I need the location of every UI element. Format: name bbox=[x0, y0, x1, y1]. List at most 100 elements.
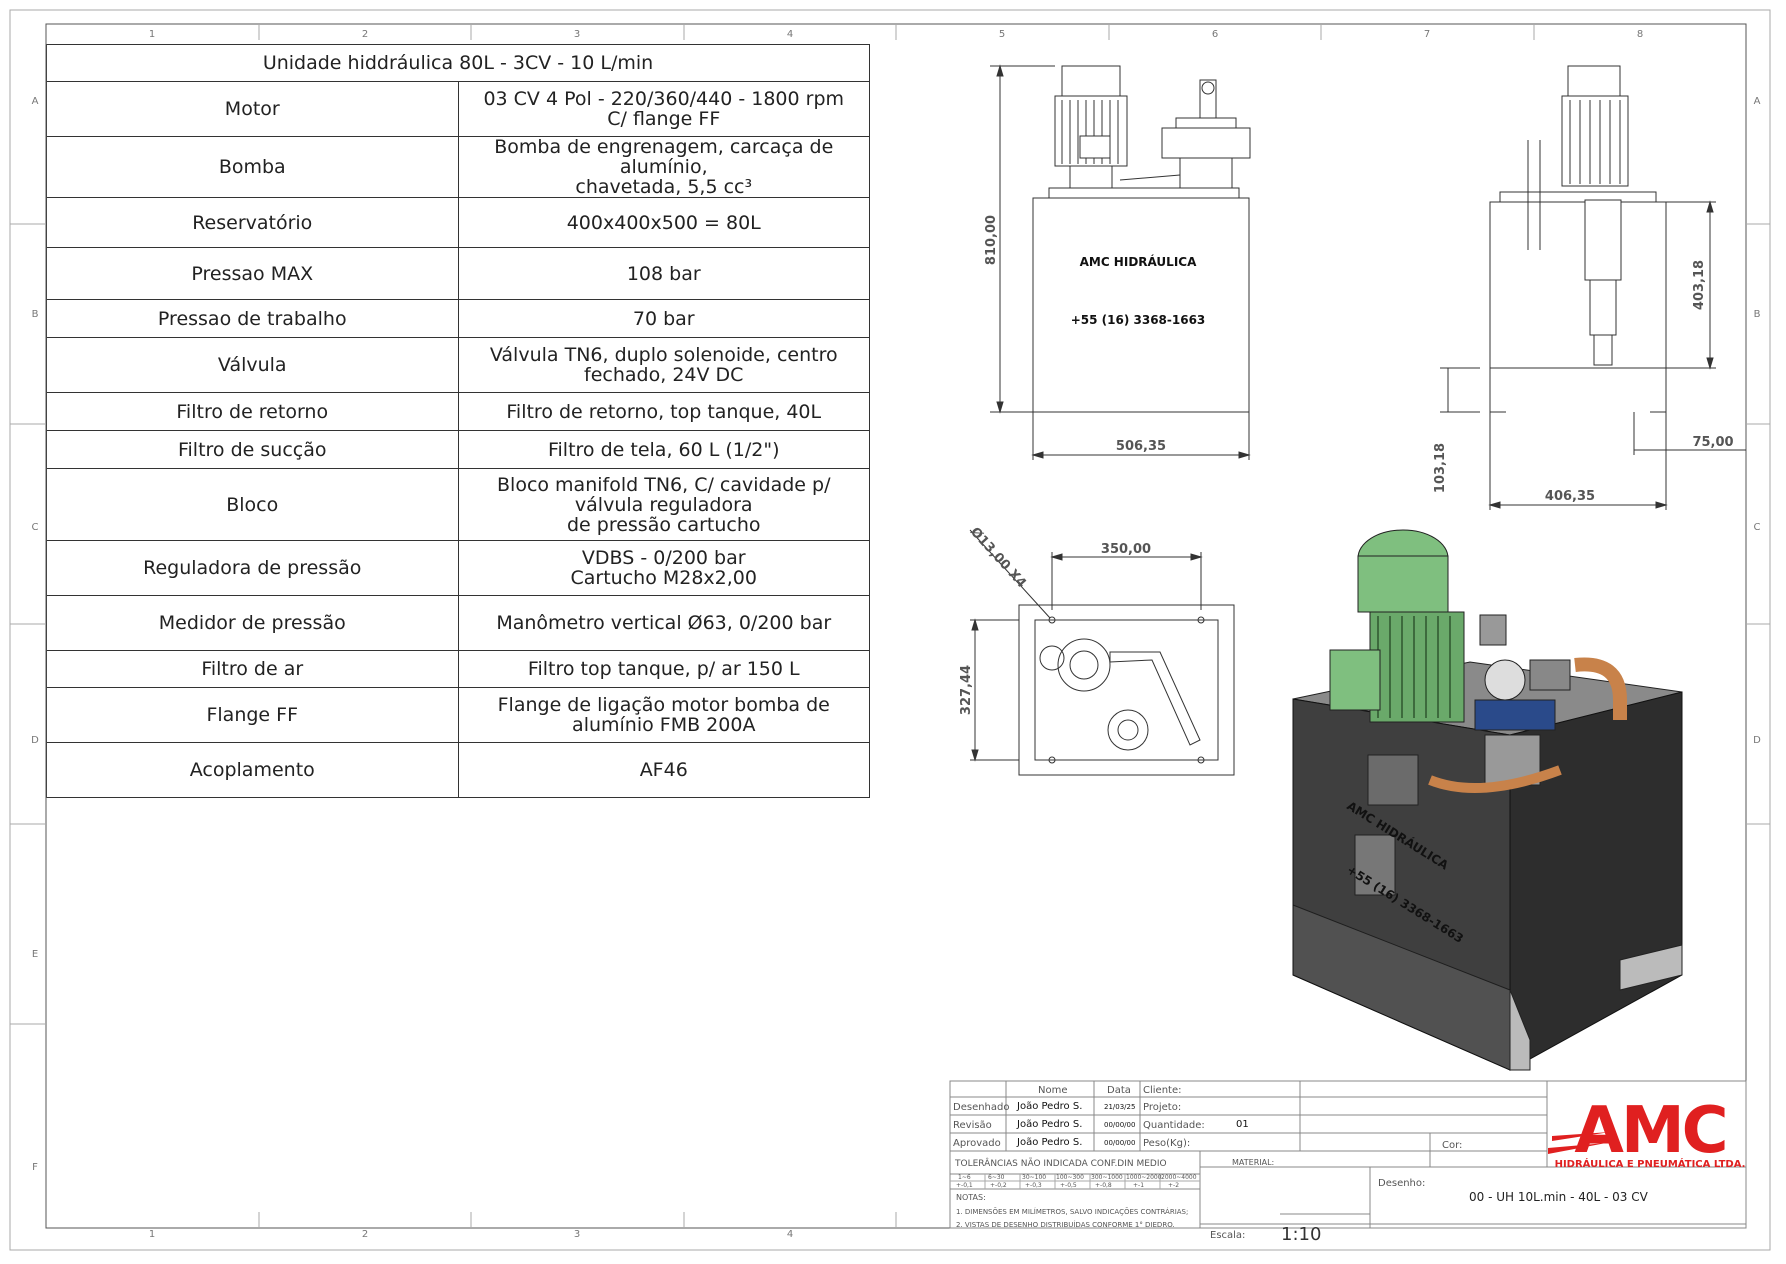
desenhado-label: Desenhado bbox=[953, 1102, 1010, 1113]
spec-value: 400x400x500 = 80L bbox=[457, 197, 870, 248]
spec-value: AF46 bbox=[457, 742, 870, 798]
side-view-labels: 403,18 406,35 103,18 75,00 bbox=[1433, 260, 1734, 504]
tol-range: 1~6 bbox=[958, 1174, 971, 1181]
dim-depth: 327,44 bbox=[959, 665, 974, 715]
tol-range: 6~30 bbox=[988, 1174, 1005, 1181]
nota-2: 2. VISTAS DE DESENHO DISTRIBUÍDAS CONFOR… bbox=[956, 1221, 1175, 1229]
tol-value: +-0,2 bbox=[990, 1182, 1007, 1189]
tol-value: +-0,1 bbox=[956, 1182, 973, 1189]
dim-width: 506,35 bbox=[1116, 439, 1166, 454]
border-labels: 1 2 3 4 5 6 7 8 1 2 3 4 A B C D E F A B … bbox=[31, 29, 1761, 1240]
spec-label: Filtro de sucção bbox=[46, 430, 459, 469]
border-ticks bbox=[10, 24, 1770, 1228]
cliente-label: Cliente: bbox=[1143, 1085, 1182, 1096]
row-label: B bbox=[1754, 309, 1761, 320]
desenhado-data: 21/03/25 bbox=[1104, 1103, 1136, 1111]
table-row: Pressao de trabalho 70 bar bbox=[46, 299, 870, 338]
spec-value: Bloco manifold TN6, C/ cavidade p/ válvu… bbox=[457, 468, 870, 541]
spec-value: Filtro top tanque, p/ ar 150 L bbox=[457, 650, 870, 688]
col-label: 7 bbox=[1424, 29, 1430, 40]
dim-offset: 75,00 bbox=[1692, 435, 1733, 450]
logo-subtitle: HIDRÁULICA E PNEUMÁTICA LTDA. bbox=[1555, 1157, 1746, 1170]
spec-label: Pressao MAX bbox=[46, 247, 459, 300]
col-label: 4 bbox=[787, 1229, 793, 1240]
spec-value: Bomba de engrenagem, carcaça de alumínio… bbox=[457, 136, 870, 198]
aprovado-nome: João Pedro S. bbox=[1017, 1137, 1083, 1148]
col-label: 4 bbox=[787, 29, 793, 40]
spec-label: Bloco bbox=[46, 468, 459, 541]
front-view-labels: 810,00 506,35 AMC HIDRÁULICA +55 (16) 33… bbox=[984, 215, 1205, 454]
dim-holes: Ø13,00 X4 bbox=[967, 525, 1029, 591]
row-label: F bbox=[32, 1162, 38, 1173]
row-label: A bbox=[1754, 96, 1761, 107]
col-label: 3 bbox=[574, 29, 580, 40]
side-view bbox=[1440, 65, 1746, 510]
col-label: 8 bbox=[1637, 29, 1643, 40]
quantidade-value: 01 bbox=[1236, 1119, 1249, 1130]
tol-value: +-1 bbox=[1133, 1182, 1145, 1189]
table-row: Reguladora de pressão VDBS - 0/200 bar C… bbox=[46, 540, 870, 596]
spec-value: 03 CV 4 Pol - 220/360/440 - 1800 rpm C/ … bbox=[457, 81, 870, 137]
dim-height: 810,00 bbox=[984, 215, 999, 265]
escala-label: Escala: bbox=[1210, 1230, 1246, 1241]
amc-logo: AMC HIDRÁULICA E PNEUMÁTICA LTDA. bbox=[1548, 1094, 1745, 1170]
spec-label: Acoplamento bbox=[46, 742, 459, 798]
dim-width: 350,00 bbox=[1101, 542, 1151, 557]
tol-range: 30~100 bbox=[1022, 1174, 1047, 1181]
row-label: D bbox=[31, 735, 39, 746]
col-label: 5 bbox=[999, 29, 1005, 40]
table-row: Acoplamento AF46 bbox=[46, 742, 870, 798]
tolerance-grid bbox=[950, 1174, 1200, 1189]
table-row: Válvula Válvula TN6, duplo solenoide, ce… bbox=[46, 337, 870, 393]
table-row: Bloco Bloco manifold TN6, C/ cavidade p/… bbox=[46, 468, 870, 541]
row-label: A bbox=[32, 96, 39, 107]
table-row: Pressao MAX 108 bar bbox=[46, 247, 870, 300]
desenho-value: 00 - UH 10L.min - 40L - 03 CV bbox=[1469, 1190, 1648, 1204]
spec-value: Flange de ligação motor bomba de alumíni… bbox=[457, 687, 870, 743]
dim-width: 406,35 bbox=[1545, 489, 1595, 504]
col-data: Data bbox=[1107, 1085, 1131, 1096]
table-row: Filtro de ar Filtro top tanque, p/ ar 15… bbox=[46, 650, 870, 688]
title-block-frame bbox=[949, 1080, 1747, 1229]
col-label: 1 bbox=[149, 29, 155, 40]
table-row: Flange FF Flange de ligação motor bomba … bbox=[46, 687, 870, 743]
front-view bbox=[990, 64, 1251, 460]
col-label: 1 bbox=[149, 1229, 155, 1240]
col-nome: Nome bbox=[1038, 1085, 1068, 1096]
spec-label: Reguladora de pressão bbox=[46, 540, 459, 596]
tolerancias-label: TOLERÂNCIAS NÃO INDICADA CONF.DIN MEDIO bbox=[955, 1159, 1167, 1169]
tol-range: 300~1000 bbox=[1091, 1174, 1123, 1181]
tol-value: +-0,8 bbox=[1095, 1182, 1112, 1189]
spec-label: Motor bbox=[46, 81, 459, 137]
tank-brand-label: AMC HIDRÁULICA bbox=[1080, 254, 1198, 269]
spec-label: Bomba bbox=[46, 136, 459, 198]
tol-value: +-0,3 bbox=[1025, 1182, 1042, 1189]
desenho-label: Desenho: bbox=[1378, 1178, 1426, 1189]
aprovado-label: Aprovado bbox=[953, 1138, 1001, 1149]
spec-value: Válvula TN6, duplo solenoide, centro fec… bbox=[457, 337, 870, 393]
table-row: Motor 03 CV 4 Pol - 220/360/440 - 1800 r… bbox=[46, 81, 870, 137]
spec-value: Filtro de tela, 60 L (1/2") bbox=[457, 430, 870, 469]
table-row: Bomba Bomba de engrenagem, carcaça de al… bbox=[46, 136, 870, 198]
spec-title: Unidade hiddráulica 80L - 3CV - 10 L/min bbox=[46, 44, 870, 82]
spec-value: Manômetro vertical Ø63, 0/200 bar bbox=[457, 595, 870, 651]
tol-value: +-0,5 bbox=[1060, 1182, 1077, 1189]
spec-label: Filtro de ar bbox=[46, 650, 459, 688]
tol-range: 1000~2000 bbox=[1126, 1174, 1162, 1181]
row-label: C bbox=[1754, 522, 1761, 533]
material-label: MATERIAL: bbox=[1232, 1158, 1275, 1167]
table-row: Reservatório 400x400x500 = 80L bbox=[46, 197, 870, 248]
tank-phone-label: +55 (16) 3368-1663 bbox=[1071, 313, 1206, 327]
row-label: B bbox=[32, 309, 39, 320]
spec-label: Válvula bbox=[46, 337, 459, 393]
revisao-nome: João Pedro S. bbox=[1017, 1119, 1083, 1130]
peso-label: Peso(Kg): bbox=[1143, 1138, 1191, 1149]
quantidade-label: Quantidade: bbox=[1143, 1120, 1205, 1131]
row-label: E bbox=[32, 949, 38, 960]
outer-frame bbox=[9, 9, 1771, 1251]
col-label: 2 bbox=[362, 1229, 368, 1240]
spec-table: Unidade hiddráulica 80L - 3CV - 10 L/min… bbox=[46, 44, 870, 798]
nota-1: 1. DIMENSÕES EM MILÍMETROS, SALVO INDICA… bbox=[956, 1208, 1189, 1216]
spec-value: 108 bar bbox=[457, 247, 870, 300]
